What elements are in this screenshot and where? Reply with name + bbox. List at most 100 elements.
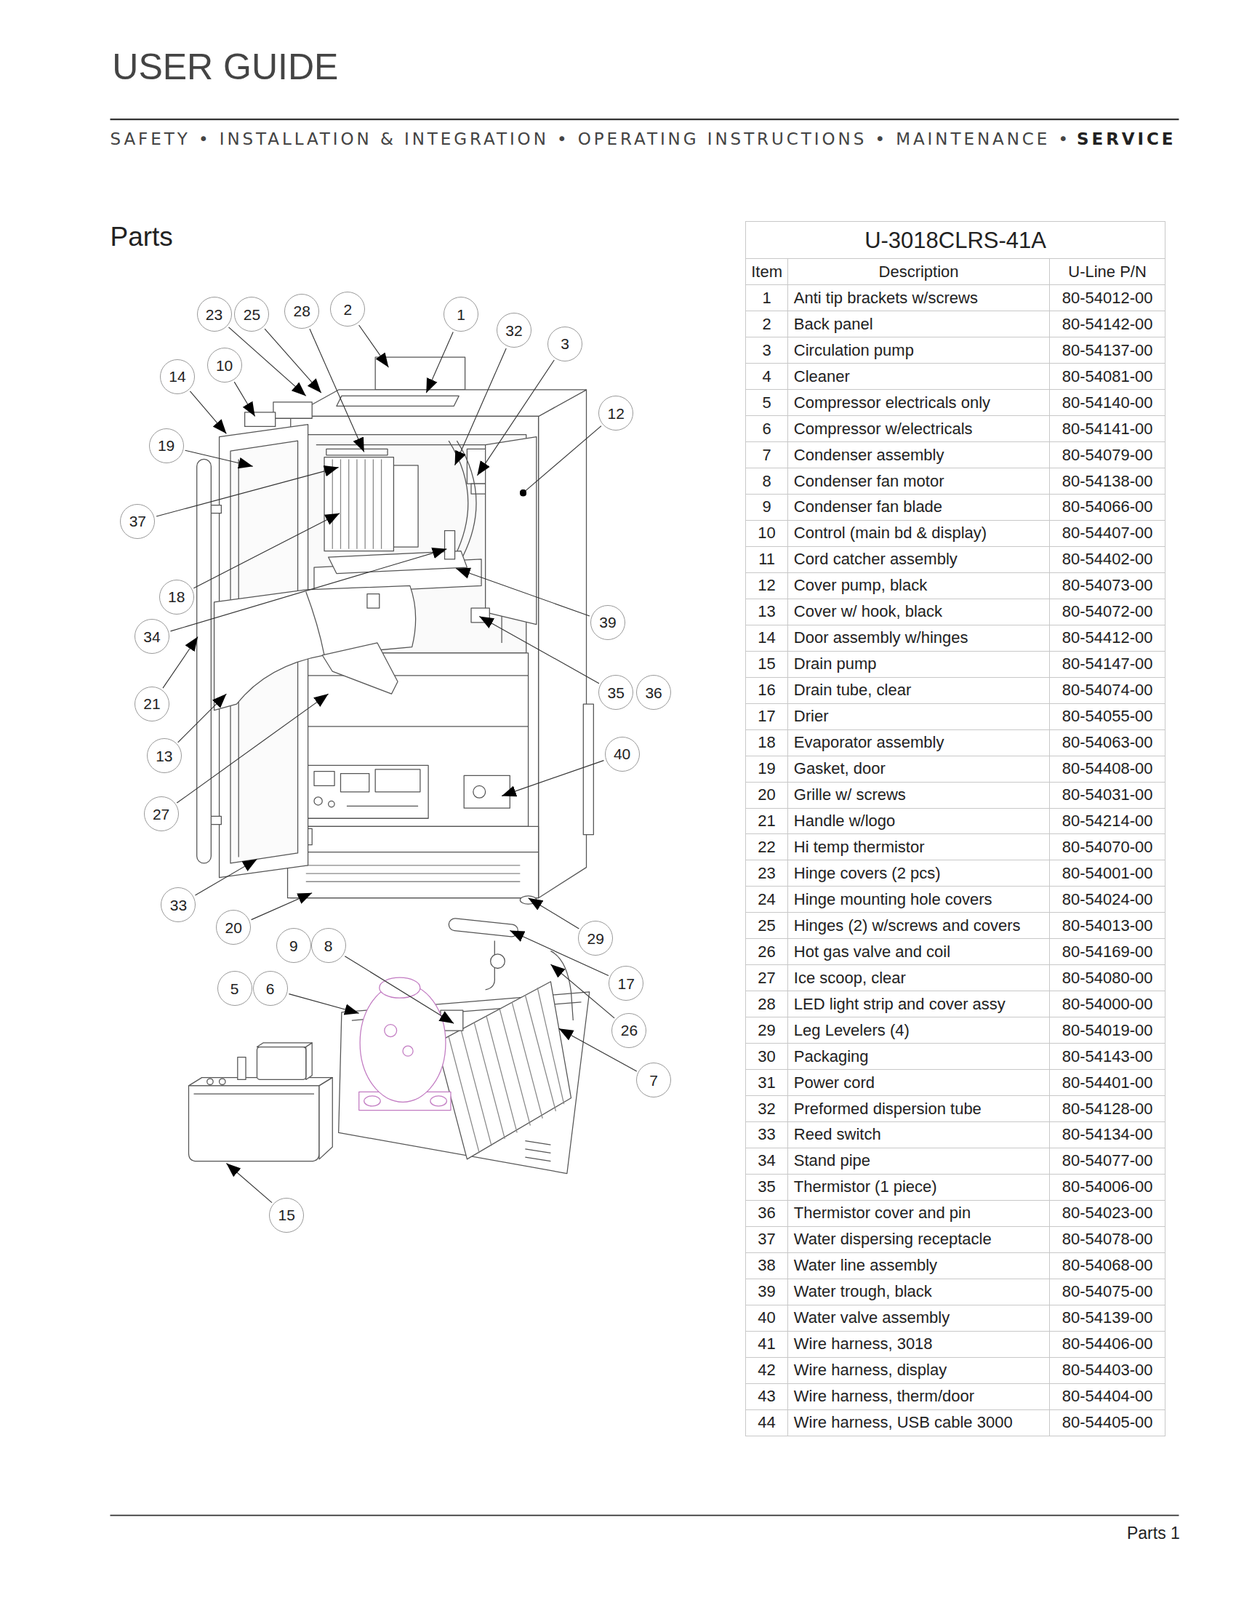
callout-circle: 28: [284, 293, 320, 329]
part-number: 80-54066-00: [1049, 493, 1165, 521]
part-number: 80-54074-00: [1049, 676, 1165, 704]
item-number: 31: [745, 1068, 789, 1096]
callout-circle: 2: [330, 291, 365, 327]
part-number: 80-54407-00: [1049, 519, 1165, 547]
part-number: 80-54139-00: [1049, 1304, 1165, 1332]
item-number: 42: [745, 1356, 789, 1384]
part-number: 80-54143-00: [1049, 1042, 1165, 1070]
item-number: 43: [745, 1382, 789, 1410]
compressor-assembly-drawing: [490, 953, 506, 969]
item-number: 24: [745, 885, 789, 913]
callout-number: 29: [586, 930, 604, 946]
callout-circle: 18: [159, 579, 195, 615]
part-number: 80-54412-00: [1049, 624, 1165, 652]
callout-circle: 13: [146, 737, 182, 773]
leader-line: [189, 391, 227, 434]
door-drawing: [197, 458, 212, 864]
callout-number: 13: [155, 748, 173, 764]
callout-number: 15: [277, 1206, 295, 1223]
item-number: 13: [745, 598, 789, 626]
compressor-assembly-drawing: [436, 981, 571, 1159]
cabinet-drawing: [375, 769, 421, 792]
part-number: 80-54006-00: [1049, 1173, 1165, 1201]
cabinet-drawing: [295, 652, 529, 827]
part-number: 80-54403-00: [1049, 1356, 1165, 1384]
interior-parts-drawing: [214, 585, 416, 710]
item-number: 7: [745, 441, 789, 469]
part-number: 80-54404-00: [1049, 1382, 1165, 1410]
door-drawing: [210, 505, 222, 514]
cabinet-drawing: [583, 703, 594, 835]
item-number: 16: [745, 676, 789, 704]
callout-number: 10: [215, 357, 233, 373]
part-number: 80-54401-00: [1049, 1068, 1165, 1096]
part-description: Hinge mounting hole covers: [787, 885, 1050, 913]
callout-circle: 21: [134, 686, 170, 722]
part-description: Packaging: [787, 1042, 1050, 1070]
interior-parts-drawing: [393, 465, 419, 547]
part-description: Anti tip brackets w/screws: [787, 284, 1050, 312]
leader-line: [455, 568, 590, 616]
item-number: 25: [745, 911, 789, 939]
compressor-assembly-drawing: [448, 987, 564, 1153]
leader-line: [234, 381, 255, 416]
compressor-assembly-drawing: [359, 977, 451, 1110]
part-number: 80-54408-00: [1049, 755, 1165, 783]
part-number: 80-54142-00: [1049, 310, 1165, 338]
callout-circle: 17: [608, 965, 644, 1001]
table-title: U-3018CLRS-41A: [745, 221, 1165, 259]
interior-parts-drawing: [322, 642, 398, 694]
callout-number: 12: [607, 405, 625, 421]
item-number: 17: [745, 703, 789, 730]
part-number: 80-54073-00: [1049, 572, 1165, 600]
callout-number: 25: [243, 306, 261, 323]
callout-number: 40: [613, 745, 631, 762]
callout-number: 2: [343, 301, 352, 317]
leader-line: [185, 450, 254, 467]
part-description: Thermistor cover and pin: [787, 1199, 1050, 1227]
leader-line: [226, 1162, 272, 1202]
leader-line: [359, 324, 389, 368]
callout-circle: 9: [276, 927, 312, 963]
part-description: Drain tube, clear: [787, 676, 1050, 704]
leader-line: [344, 956, 454, 1024]
callout-circle: 20: [215, 909, 251, 945]
part-description: Preformed dispersion tube: [787, 1094, 1050, 1122]
part-number: 80-54072-00: [1049, 598, 1165, 626]
cabinet-drawing: [287, 851, 539, 853]
callout-circle: 39: [590, 604, 626, 640]
cabinet-drawing: [346, 805, 419, 807]
part-description: Cord catcher assembly: [787, 546, 1050, 573]
item-number: 20: [745, 781, 789, 809]
part-description: Compressor w/electricals: [787, 415, 1050, 443]
interior-parts-drawing: [214, 436, 537, 711]
section-nav: SAFETY • INSTALLATION & INTEGRATION • OP…: [109, 129, 1071, 149]
cabinet-drawing: [245, 412, 276, 427]
leader-line: [264, 328, 322, 393]
part-number: 80-54405-00: [1049, 1409, 1165, 1436]
part-description: Water dispersing receptacle: [787, 1225, 1050, 1253]
part-number: 80-54013-00: [1049, 911, 1165, 939]
callout-number: 1: [456, 306, 466, 323]
compressor-assembly-drawing: [402, 1045, 413, 1056]
interior-parts-drawing: [306, 591, 325, 656]
part-description: Compressor electricals only: [787, 388, 1050, 416]
cabinet-drawing: [375, 356, 465, 390]
item-number: 2: [745, 310, 789, 338]
callout-circle: 12: [598, 395, 634, 431]
part-description: Water valve assembly: [787, 1304, 1050, 1332]
part-description: Control (main bd & display): [787, 519, 1050, 547]
part-number: 80-54406-00: [1049, 1330, 1165, 1358]
part-description: LED light strip and cover assy: [787, 990, 1050, 1018]
compressor-assembly-drawing: [364, 1095, 381, 1106]
drain-pump-drawing: [188, 1085, 320, 1162]
item-number: 12: [745, 572, 789, 600]
item-number: 36: [745, 1199, 789, 1227]
leader-line: [479, 615, 600, 683]
part-number: 80-54068-00: [1049, 1251, 1165, 1279]
drain-pump-drawing: [194, 1092, 315, 1094]
part-number: 80-54134-00: [1049, 1121, 1165, 1149]
item-number: 11: [745, 546, 789, 573]
item-number: 32: [745, 1094, 789, 1122]
part-description: Thermistor (1 piece): [787, 1173, 1050, 1201]
